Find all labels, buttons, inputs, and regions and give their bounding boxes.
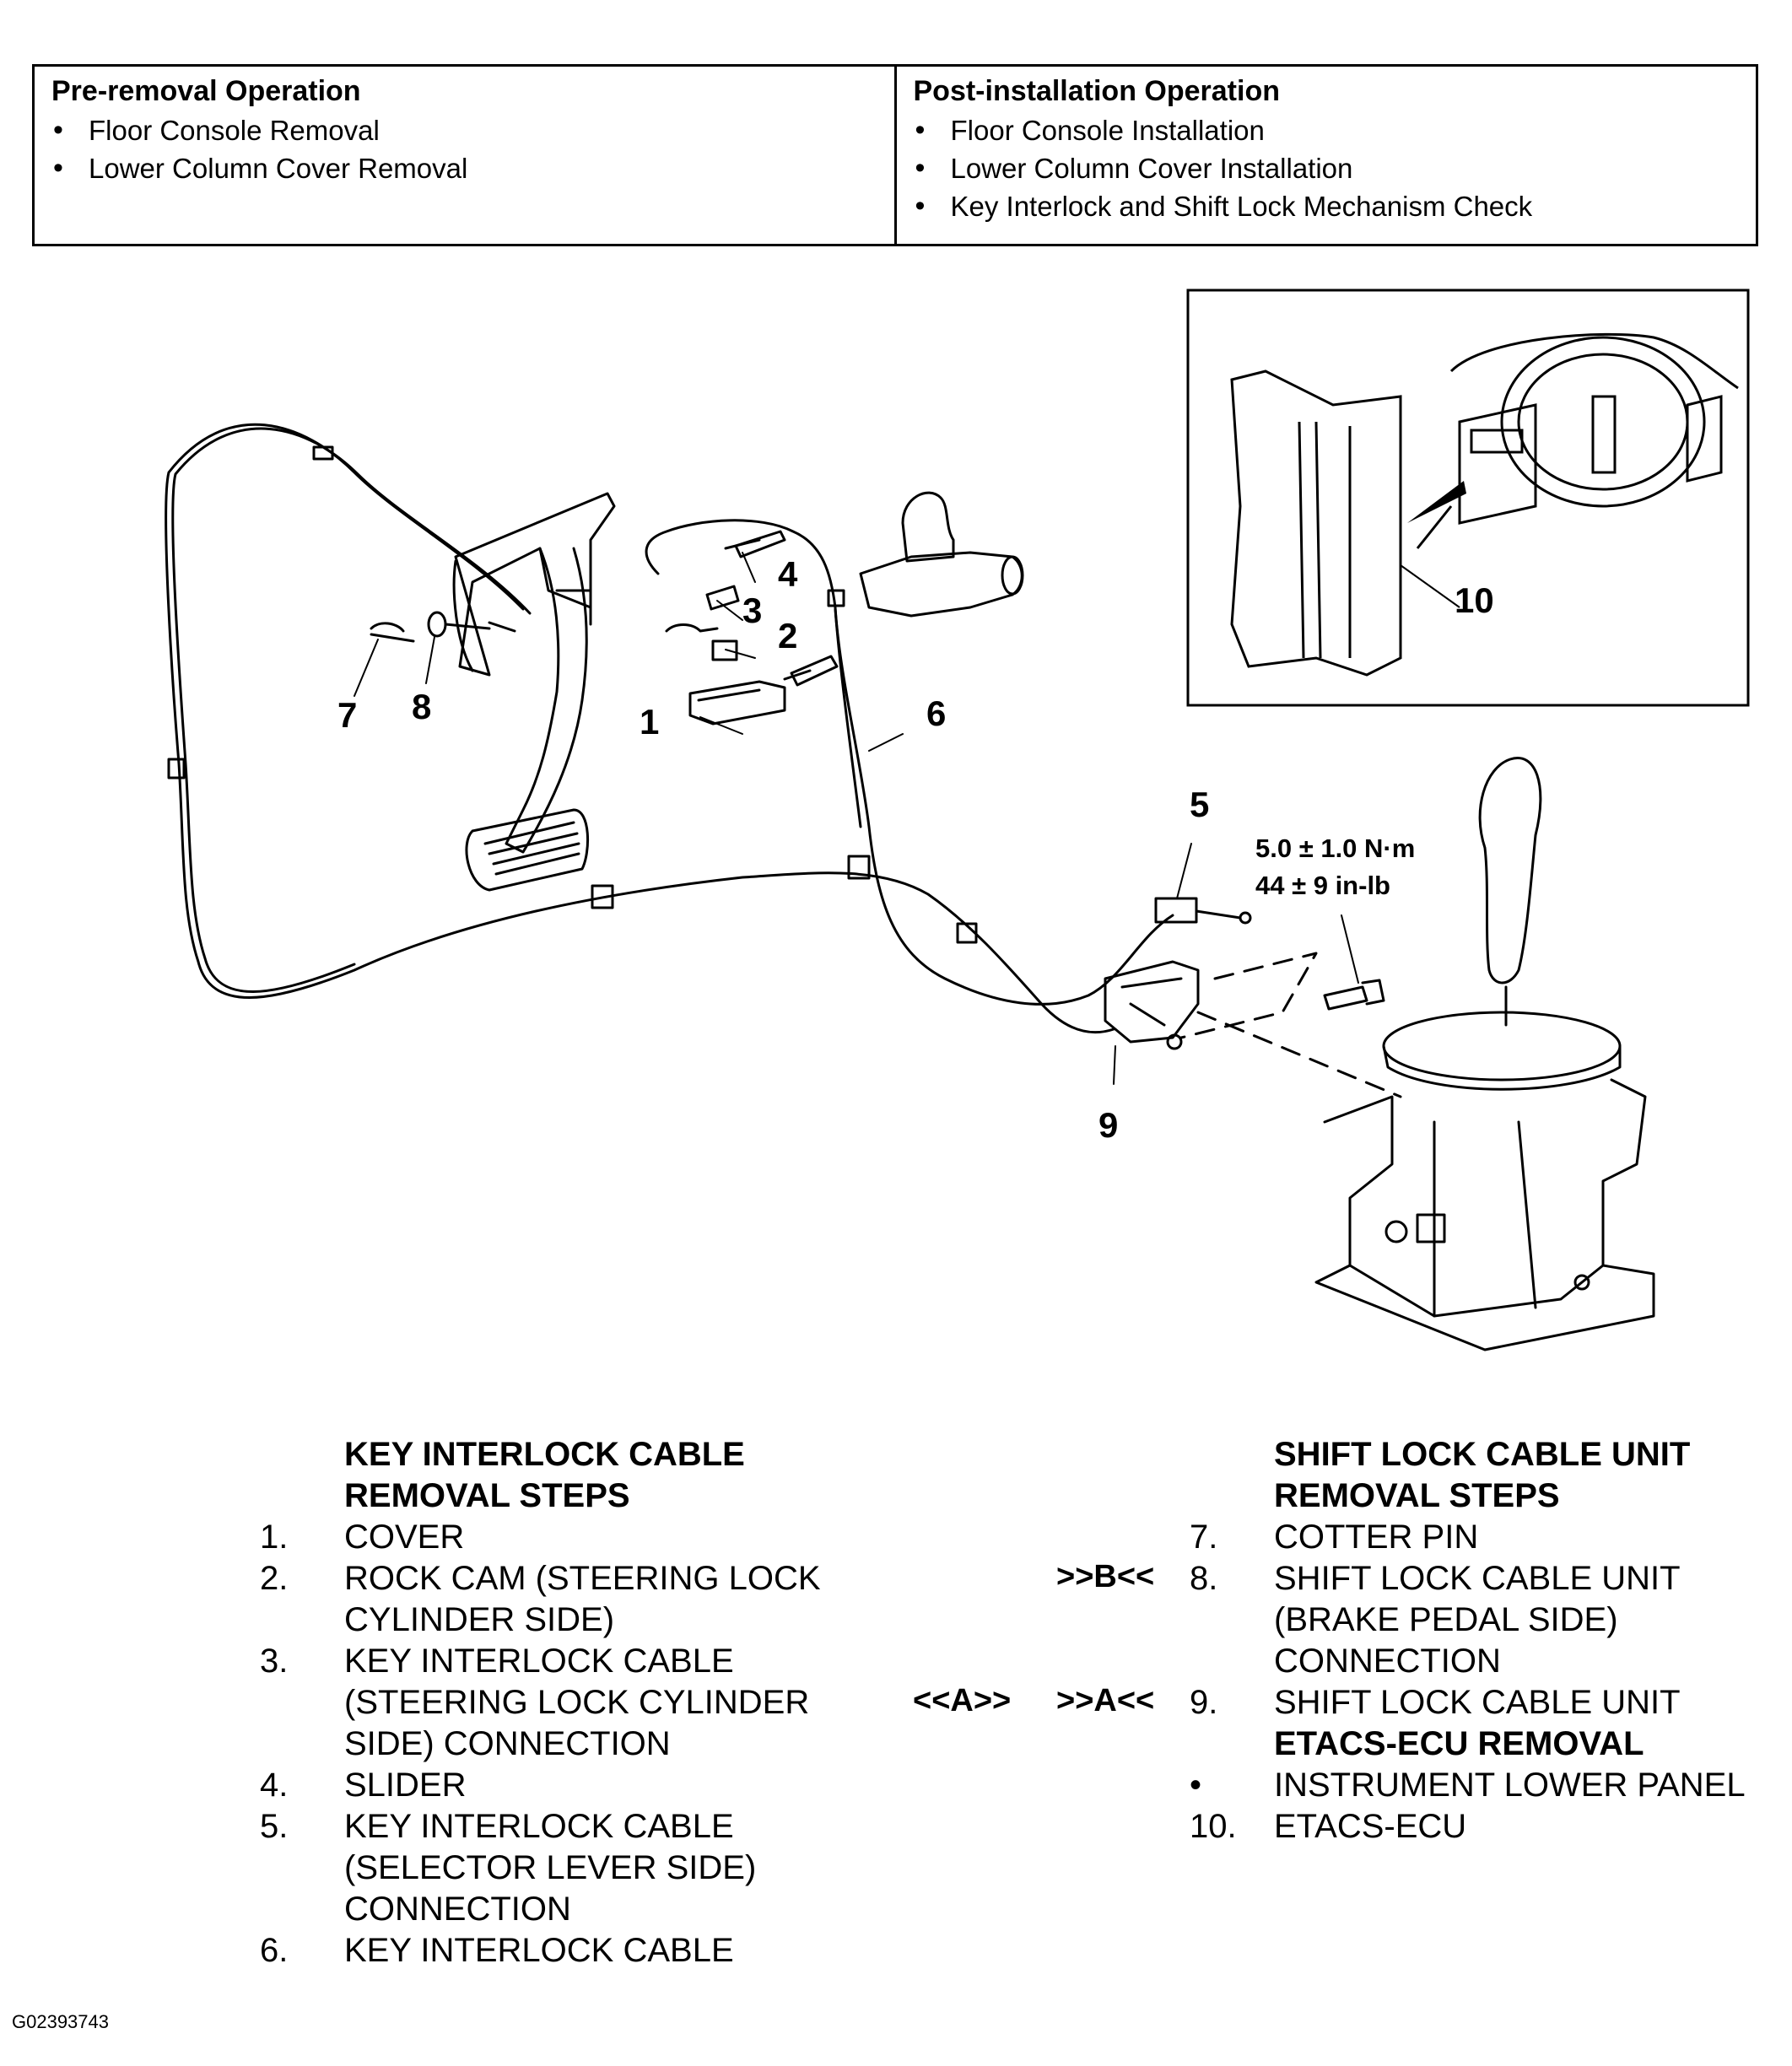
list-item: 8. SHIFT LOCK CABLE UNIT xyxy=(1190,1558,1780,1599)
list-item: Key Interlock and Shift Lock Mechanism C… xyxy=(914,187,1740,225)
step-text: (SELECTOR LEVER SIDE) xyxy=(344,1849,757,1886)
list-item: Lower Column Cover Removal xyxy=(51,149,877,187)
brake-pedal-pad xyxy=(465,808,590,892)
step-number: 7. xyxy=(1190,1518,1218,1556)
inset-etacs-ecu xyxy=(1186,289,1750,707)
list-item: 10. ETACS-ECU xyxy=(1190,1806,1780,1848)
key-interlock-cable xyxy=(645,519,1174,1006)
pointer-arrow xyxy=(1407,481,1466,523)
cover-part xyxy=(688,680,786,726)
step-text: ETACS-ECU xyxy=(1274,1808,1467,1845)
step-text: SIDE) CONNECTION xyxy=(344,1725,671,1762)
key-interlock-steps: KEY INTERLOCK CABLE REMOVAL STEPS 1. COVE… xyxy=(260,1434,884,1972)
callout-9: 9 xyxy=(1098,1105,1118,1145)
post-installation-list: Floor Console Installation Lower Column … xyxy=(914,111,1740,225)
operations-table: Pre-removal Operation Floor Console Remo… xyxy=(32,64,1758,246)
shift-lock-actuator xyxy=(1104,960,1200,1044)
ref-a-removal: <<A>> xyxy=(913,1683,1012,1718)
step-text: ROCK CAM (STEERING LOCK xyxy=(344,1560,821,1597)
list-item: 1. COVER xyxy=(260,1517,884,1558)
step-text: KEY INTERLOCK CABLE xyxy=(344,1932,734,1969)
step-text: COVER xyxy=(344,1518,465,1556)
step-number: 2. xyxy=(260,1560,289,1597)
ref-b-install: >>B<< xyxy=(1056,1559,1155,1594)
etacs-ecu xyxy=(1230,370,1402,677)
list-item: Lower Column Cover Installation xyxy=(914,149,1740,187)
callout-8: 8 xyxy=(412,687,431,726)
list-item: 2. ROCK CAM (STEERING LOCK xyxy=(260,1558,884,1599)
step-number: 4. xyxy=(260,1767,289,1804)
list-item: Floor Console Installation xyxy=(914,111,1740,149)
callout-1: 1 xyxy=(640,702,659,742)
step-text: (BRAKE PEDAL SIDE) xyxy=(1274,1601,1618,1638)
step-text: (STEERING LOCK CYLINDER xyxy=(344,1684,810,1721)
bullet: • xyxy=(1190,1767,1202,1804)
list-item: 6. KEY INTERLOCK CABLE xyxy=(260,1930,884,1972)
step-number: 9. xyxy=(1190,1684,1218,1721)
selector-lever-base xyxy=(1314,1078,1655,1351)
pre-removal-title: Pre-removal Operation xyxy=(51,75,361,107)
post-installation-column: Post-installation Operation Floor Consol… xyxy=(893,67,1757,244)
torque-metric: 5.0 ± 1.0 N·m xyxy=(1255,833,1415,863)
torque-imperial: 44 ± 9 in-lb xyxy=(1255,871,1390,900)
step-text: KEY INTERLOCK CABLE xyxy=(344,1808,734,1845)
steering-wheel xyxy=(1500,336,1706,508)
step-text: INSTRUMENT LOWER PANEL xyxy=(1274,1767,1746,1804)
list-item: 4. SLIDER xyxy=(260,1765,884,1806)
step-number: 8. xyxy=(1190,1560,1218,1597)
step-text: COTTER PIN xyxy=(1274,1518,1479,1556)
shift-lock-steps: SHIFT LOCK CABLE UNIT REMOVAL STEPS 7. CO… xyxy=(1190,1434,1780,1848)
step-number: 6. xyxy=(260,1932,289,1969)
pre-removal-column: Pre-removal Operation Floor Console Remo… xyxy=(35,67,894,244)
step-text: CONNECTION xyxy=(1274,1643,1501,1680)
step-number: 1. xyxy=(260,1518,289,1556)
step-text: CYLINDER SIDE) xyxy=(344,1601,615,1638)
shift-lock-heading-2: REMOVAL STEPS xyxy=(1274,1477,1560,1514)
list-item: • INSTRUMENT LOWER PANEL xyxy=(1190,1765,1780,1806)
callout-2: 2 xyxy=(778,616,797,655)
callout-4: 4 xyxy=(778,554,798,594)
list-item: Floor Console Removal xyxy=(51,111,877,149)
callout-3: 3 xyxy=(742,591,762,630)
step-text: SHIFT LOCK CABLE UNIT xyxy=(1274,1560,1681,1597)
step-number: 10. xyxy=(1190,1808,1237,1845)
step-number: 3. xyxy=(260,1643,289,1680)
step-text: SHIFT LOCK CABLE UNIT xyxy=(1274,1684,1681,1721)
brake-pedal-arm xyxy=(505,547,588,854)
callout-6: 6 xyxy=(926,693,946,733)
shift-lock-cable xyxy=(165,423,1115,1034)
shift-lock-heading-1: SHIFT LOCK CABLE UNIT xyxy=(1274,1436,1691,1473)
list-item: 3. KEY INTERLOCK CABLE xyxy=(260,1641,884,1682)
shift-knob xyxy=(1478,757,1542,984)
callout-7: 7 xyxy=(337,695,357,735)
steering-lock-cylinder xyxy=(859,551,1023,618)
etacs-heading: ETACS-ECU REMOVAL xyxy=(1274,1725,1644,1762)
post-installation-title: Post-installation Operation xyxy=(913,75,1280,107)
figure-id: G02393743 xyxy=(12,2011,109,2032)
list-item: 7. COTTER PIN xyxy=(1190,1517,1780,1558)
pre-removal-list: Floor Console Removal Lower Column Cover… xyxy=(51,111,877,187)
brake-pedal-bracket xyxy=(454,492,616,677)
step-text: KEY INTERLOCK CABLE xyxy=(344,1643,734,1680)
ref-a-install: >>A<< xyxy=(1056,1683,1155,1718)
connector-4 xyxy=(734,530,786,558)
step-text: CONNECTION xyxy=(344,1891,571,1928)
shift-gate xyxy=(1382,1011,1622,1082)
list-item: 9. SHIFT LOCK CABLE UNIT xyxy=(1190,1682,1780,1723)
connector-2 xyxy=(790,655,839,687)
list-item: 5. KEY INTERLOCK CABLE xyxy=(260,1806,884,1848)
connector-3 xyxy=(705,585,740,611)
slider-part xyxy=(711,639,738,661)
exploded-diagram: 1 2 3 4 5 6 7 8 9 10 5.0 ± 1.0 N·m 44 ± … xyxy=(165,289,1750,1351)
callout-5: 5 xyxy=(1190,785,1209,824)
step-text: SLIDER xyxy=(344,1767,467,1804)
step-number: 5. xyxy=(260,1808,289,1845)
callout-10: 10 xyxy=(1455,580,1494,620)
key-interlock-heading-1: KEY INTERLOCK CABLE xyxy=(344,1436,745,1473)
key-interlock-heading-2: REMOVAL STEPS xyxy=(344,1477,630,1514)
bolt xyxy=(1323,985,1368,1011)
